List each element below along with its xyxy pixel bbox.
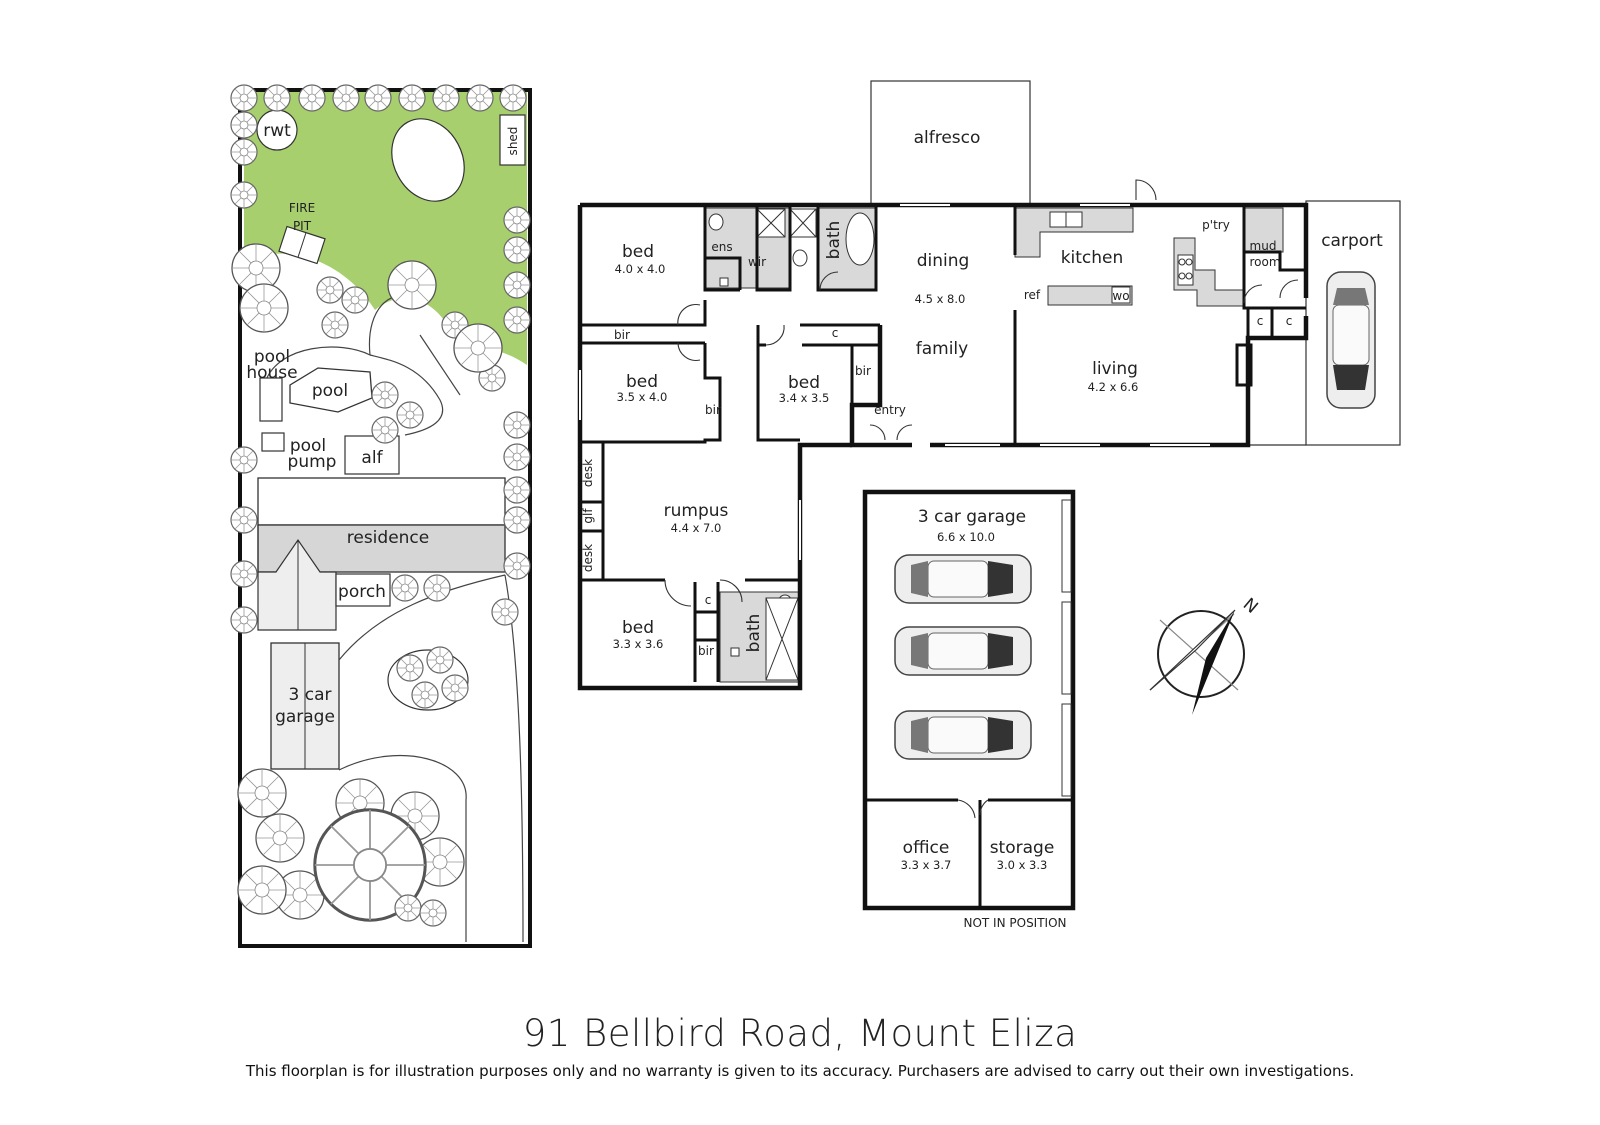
label-rwt: rwt [263,121,291,141]
label-glf: glf [581,508,595,524]
label-desk2: desk [581,544,595,572]
label-family: family [916,339,968,359]
garage-inner-wall [865,798,1073,908]
label-not-in-position: NOT IN POSITION [963,916,1066,930]
label-bed1: bed [622,242,654,262]
pond [391,118,465,202]
label-bir4: bir [698,644,714,658]
porch-site [335,573,391,607]
bathtub-1 [845,212,875,266]
door-swings [664,179,1299,607]
label-c4: c [705,593,712,607]
label-alf: alf [361,448,383,468]
dim-bed3: 3.4 x 3.5 [779,391,830,405]
dim-living: 4.2 x 6.6 [1088,380,1139,394]
fire-pit [278,225,326,265]
carport-car [1326,271,1376,409]
shed [499,114,526,166]
label-pantry: p'try [1202,218,1230,232]
dim-rumpus: 4.4 x 7.0 [671,521,722,535]
label-c1: c [1257,314,1264,328]
label-bath1: bath [824,221,844,260]
label-rumpus: rumpus [664,501,729,521]
label-bir1: bir [614,328,630,342]
label-mud-1: mud [1250,239,1277,253]
compass-north-label: N [1239,594,1262,617]
label-c3: c [832,326,839,340]
garage-doors [957,799,989,819]
label-pool-house-1: pool [254,347,290,367]
label-site-garage-2: garage [275,707,335,727]
label-wo: wo [1112,289,1129,303]
site-plan: rwt shed FIRE PIT pool house pool pool p… [230,84,532,948]
showers [756,208,817,681]
label-shed: shed [506,127,520,156]
label-ref: ref [1024,288,1041,302]
label-alfresco: alfresco [914,128,981,148]
disclaimer-text: This floorplan is for illustration purpo… [245,1062,1355,1080]
label-bed2: bed [626,372,658,392]
label-site-garage-1: 3 car [289,685,332,705]
label-pool-pump-1: pool [290,436,326,456]
toilet-ensuite [708,213,724,231]
interior-walls [578,205,1306,682]
garage-plan: 3 car garage 6.6 x 10.0 office 3.3 x 3.7… [862,489,1076,930]
label-garage: 3 car garage [918,507,1026,527]
house-plan: alfresco bed 4.0 x 4.0 ens wir bath dini… [577,80,1401,691]
property-address-title: 91 Bellbird Road, Mount Eliza [522,1012,1078,1055]
label-wir: wir [748,255,766,269]
alfresco-area [870,80,1031,207]
windows [579,204,1210,560]
label-kitchen: kitchen [1061,248,1124,268]
residence-outline [257,477,506,526]
label-carport: carport [1321,231,1383,251]
label-dining: dining [917,251,970,271]
label-mud-2: room [1249,255,1280,269]
label-pool: pool [312,381,348,401]
label-bed4: bed [622,618,654,638]
label-bir3: bir [855,364,871,378]
label-bir2: bir [705,403,721,417]
label-pool-pump-2: pump [288,452,337,472]
dim-garage: 6.6 x 10.0 [937,530,995,544]
label-office: office [903,838,950,858]
dim-dining: 4.5 x 8.0 [915,292,966,306]
compass-icon: N [1149,594,1262,715]
dim-bed2: 3.5 x 4.0 [617,390,668,404]
label-entry: entry [874,403,906,417]
garage-cars [894,554,1032,760]
kitchen-sink [1049,211,1194,304]
dim-office: 3.3 x 3.7 [901,858,952,872]
dim-storage: 3.0 x 3.3 [997,858,1048,872]
label-c2: c [1286,314,1293,328]
label-bath2: bath [744,614,764,653]
pool-pump [261,432,285,452]
label-fire-pit-1: FIRE [289,201,315,215]
label-porch: porch [338,582,386,602]
pool-house [259,377,283,422]
label-ens: ens [711,240,732,254]
label-bed3: bed [788,373,820,393]
label-fire-pit-2: PIT [293,219,312,233]
dim-bed1: 4.0 x 4.0 [615,262,666,276]
label-residence: residence [347,528,430,548]
label-storage: storage [990,838,1055,858]
garage-door-panels [1061,499,1072,797]
label-pool-house-2: house [246,363,297,383]
label-desk1: desk [581,459,595,487]
residence-wing [257,525,337,631]
dim-bed4: 3.3 x 3.6 [613,637,664,651]
toilet-bath1 [792,249,808,267]
label-living: living [1092,359,1138,379]
